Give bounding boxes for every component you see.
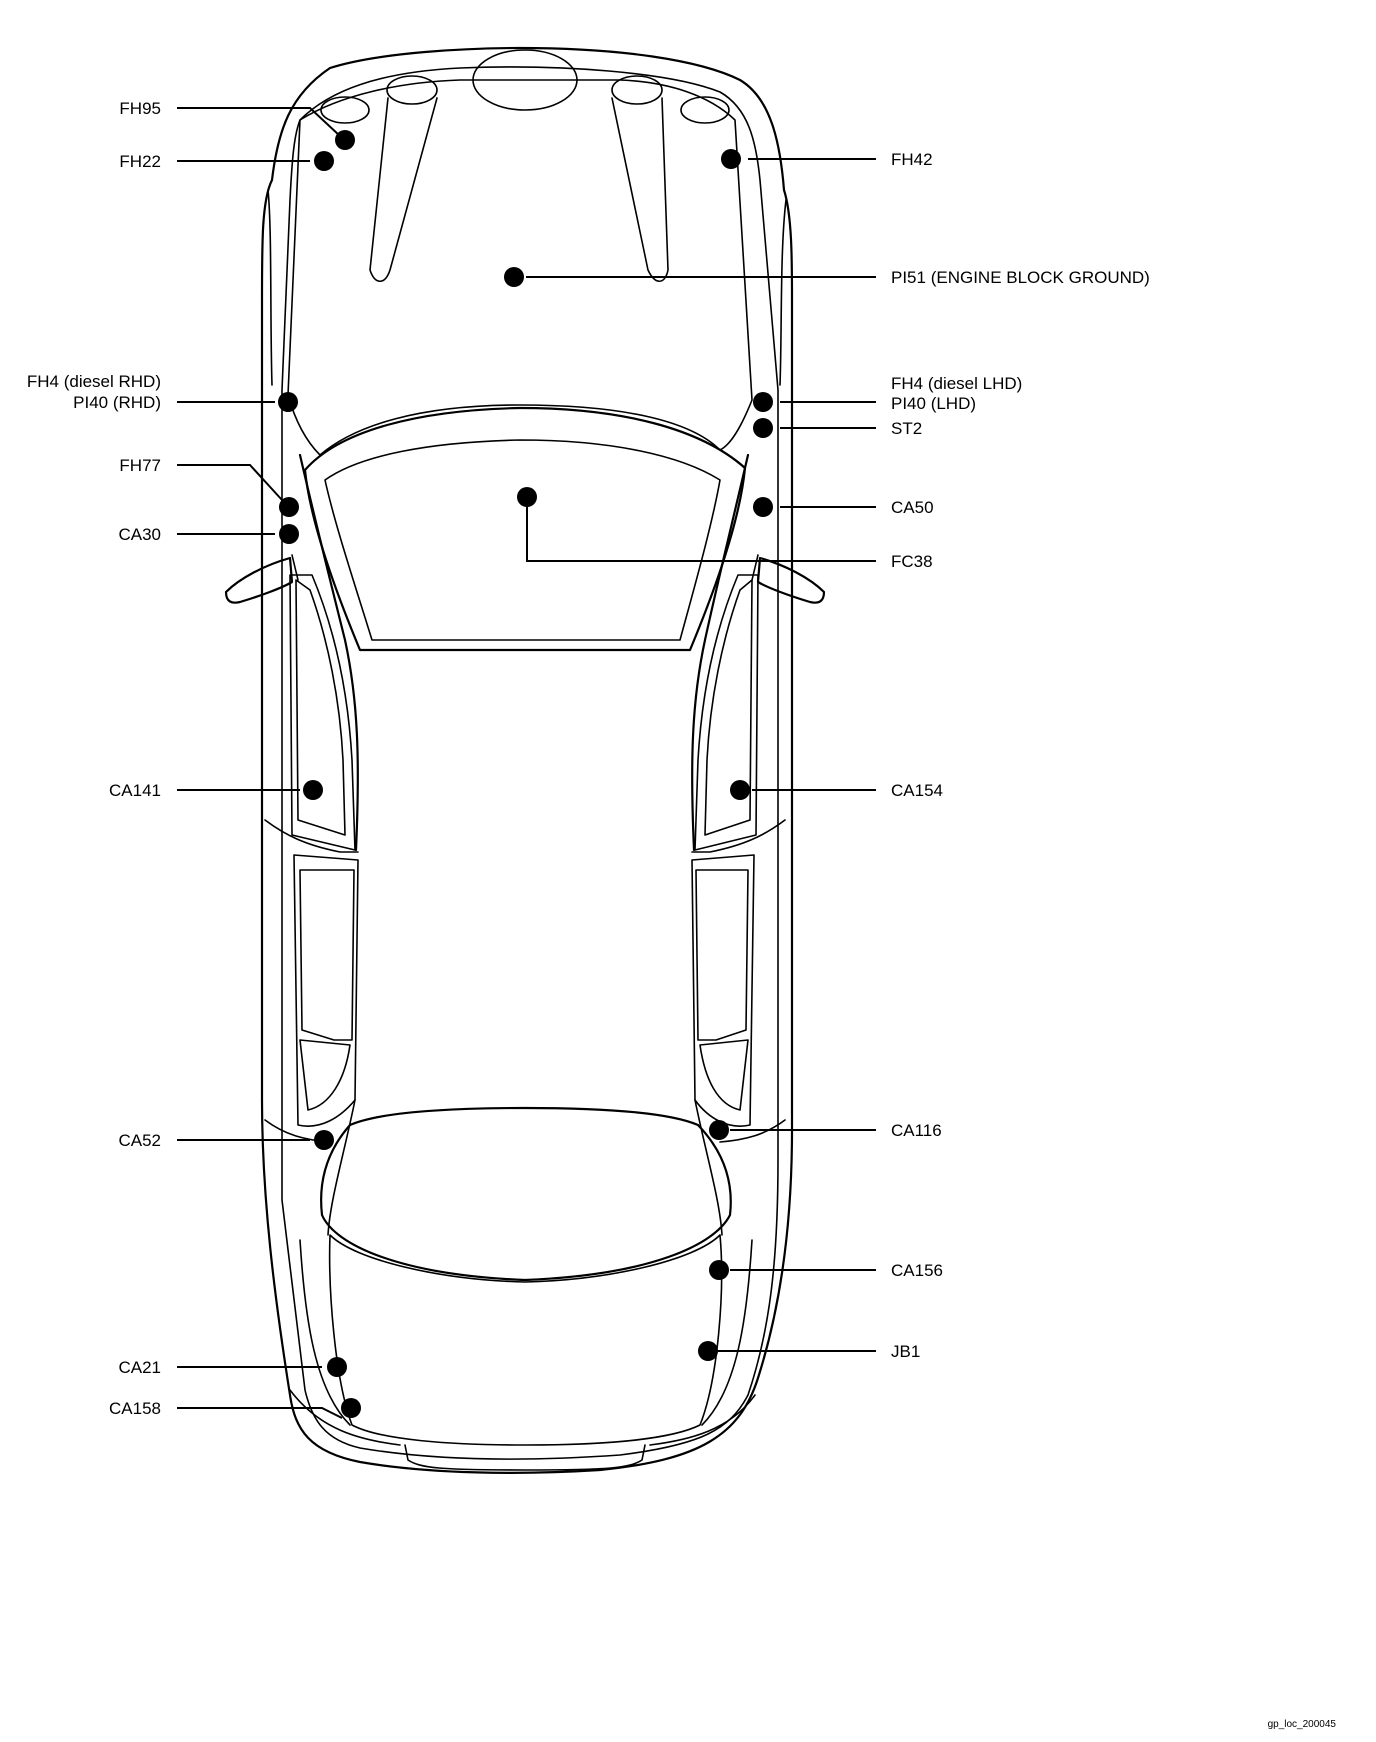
label-ca141: CA141 xyxy=(109,781,161,800)
marker-ca141 xyxy=(303,780,323,800)
label-pi40-rhd: PI40 (RHD) xyxy=(73,393,161,412)
label-ca158: CA158 xyxy=(109,1399,161,1418)
label-pi51: PI51 (ENGINE BLOCK GROUND) xyxy=(891,268,1150,287)
marker-ca50 xyxy=(753,497,773,517)
marker-st2 xyxy=(753,418,773,438)
marker-ca156 xyxy=(709,1260,729,1280)
leader-fc38 xyxy=(526,497,876,562)
marker-ca52 xyxy=(314,1130,334,1150)
location-labels: FH95 FH22 FH42 PI51 (ENGINE BLOCK GROUND… xyxy=(27,99,1150,1418)
label-ca156: CA156 xyxy=(891,1261,943,1280)
car-outline xyxy=(224,46,826,1474)
marker-ca158 xyxy=(341,1398,361,1418)
marker-fc38 xyxy=(517,487,537,507)
label-ca52: CA52 xyxy=(118,1131,161,1150)
reference-code: gp_loc_200045 xyxy=(1268,1719,1337,1730)
label-ca21: CA21 xyxy=(118,1358,161,1377)
marker-ca21 xyxy=(327,1357,347,1377)
label-ca116: CA116 xyxy=(891,1121,942,1140)
label-fh4-lhd: FH4 (diesel LHD) xyxy=(891,374,1022,393)
marker-ca30 xyxy=(279,524,299,544)
marker-fh42 xyxy=(721,149,741,169)
label-fh4-rhd: FH4 (diesel RHD) xyxy=(27,372,161,391)
marker-fh95 xyxy=(335,130,355,150)
marker-pi40-rhd xyxy=(278,392,298,412)
label-ca154: CA154 xyxy=(891,781,943,800)
label-fc38: FC38 xyxy=(891,552,933,571)
leader-lines xyxy=(177,107,876,1419)
marker-fh22 xyxy=(314,151,334,171)
marker-pi51 xyxy=(504,267,524,287)
label-ca50: CA50 xyxy=(891,498,934,517)
label-fh77: FH77 xyxy=(119,456,161,475)
label-fh22: FH22 xyxy=(119,152,161,171)
marker-ca154 xyxy=(730,780,750,800)
label-fh95: FH95 xyxy=(119,99,161,118)
leader-fh77 xyxy=(177,464,283,501)
leader-fh95 xyxy=(177,107,341,137)
marker-pi40-lhd xyxy=(753,392,773,412)
marker-fh77 xyxy=(279,497,299,517)
label-jb1: JB1 xyxy=(891,1342,920,1361)
label-ca30: CA30 xyxy=(118,525,161,544)
marker-jb1 xyxy=(698,1341,718,1361)
leader-ca158 xyxy=(177,1407,343,1419)
label-pi40-lhd: PI40 (LHD) xyxy=(891,394,976,413)
marker-ca116 xyxy=(709,1120,729,1140)
label-fh42: FH42 xyxy=(891,150,933,169)
label-st2: ST2 xyxy=(891,419,922,438)
location-markers xyxy=(278,130,773,1418)
